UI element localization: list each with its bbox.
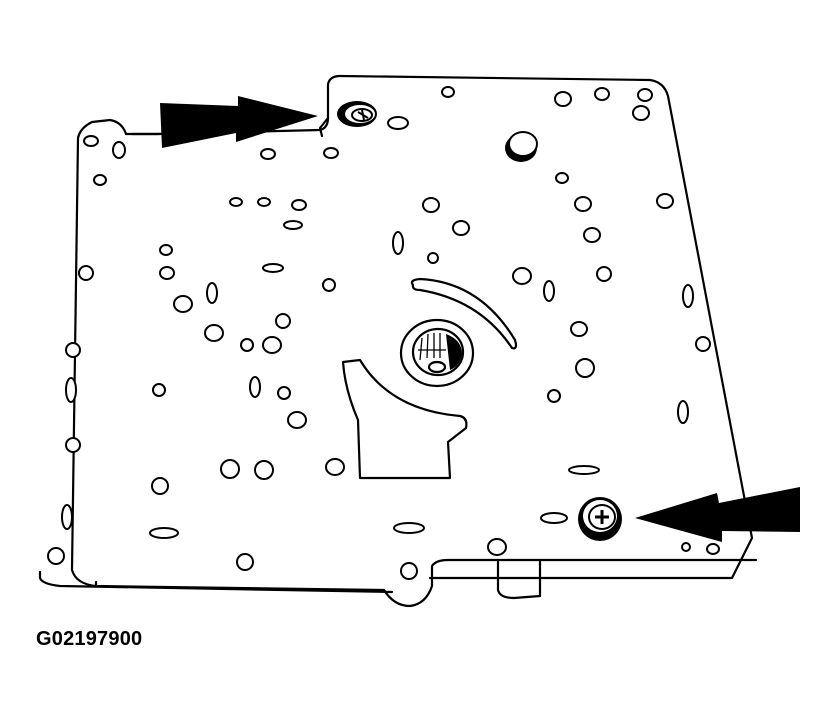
arrow-right-icon — [160, 96, 318, 148]
plate-holes — [47, 86, 720, 580]
lower-arc-cutout — [341, 358, 468, 480]
lower-bolt — [578, 497, 622, 541]
upper-bolt — [337, 101, 377, 127]
figure-code: G02197900 — [36, 628, 143, 650]
center-bore — [399, 318, 475, 388]
plate-outline — [38, 74, 758, 608]
arrow-left-icon — [635, 487, 800, 542]
raised-boss — [505, 131, 538, 162]
upper-arc-slot — [410, 277, 518, 350]
